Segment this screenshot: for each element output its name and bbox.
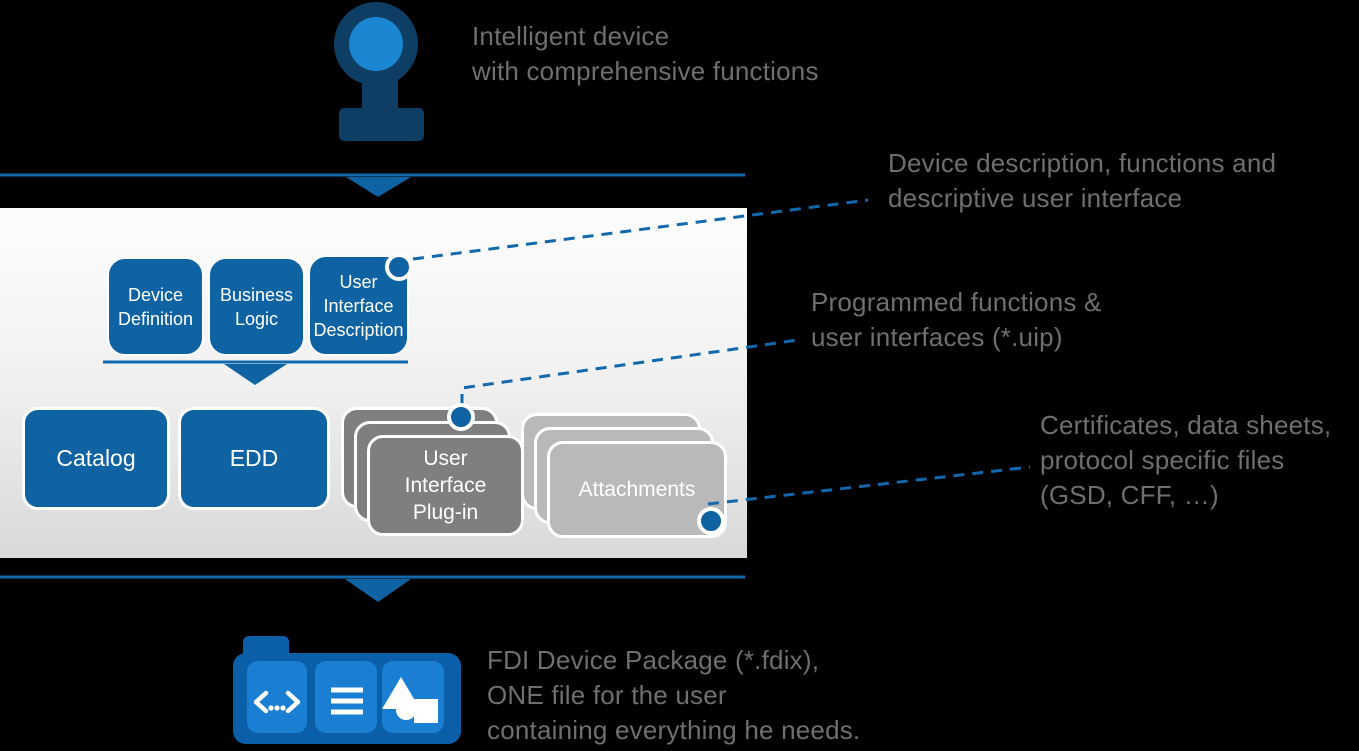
arrow-down-top-icon <box>346 177 411 197</box>
shapes-icon <box>382 661 444 733</box>
annotation-certificates: Certificates, data sheets, protocol spec… <box>1040 410 1332 510</box>
box-catalog: Catalog <box>22 407 170 510</box>
annotation-programmed-functions: Programmed functions & user interfaces (… <box>811 287 1102 352</box>
box-user-interface-description: User Interface Description <box>308 255 409 356</box>
box-edd-label: EDD <box>229 445 279 471</box>
box-business-logic: Business Logic <box>208 257 305 356</box>
box-edd: EDD <box>178 407 330 510</box>
box-ui-plugin-label: User Interface Plug-in <box>404 447 487 524</box>
box-catalog-label: Catalog <box>56 445 136 471</box>
list-icon <box>315 661 377 733</box>
package-caption: FDI Device Package (*.fdix), ONE file fo… <box>487 645 861 745</box>
package-icon <box>233 636 461 744</box>
annotation-device-description: Device description, functions and descri… <box>888 148 1277 213</box>
box-attachments-label: Attachments <box>578 478 696 501</box>
code-icon <box>247 661 307 733</box>
dashed-connector-3 <box>707 465 1031 506</box>
box-user-interface-description-label: User Interface Description <box>313 271 404 340</box>
box-business-logic-label: Business Logic <box>219 284 294 329</box>
device-caption: Intelligent device with comprehensive fu… <box>472 21 819 86</box>
box-device-definition-label: Device Definition <box>117 284 194 329</box>
arrow-down-bottom-icon <box>345 579 411 602</box>
device-icon <box>334 2 424 141</box>
box-device-definition: Device Definition <box>107 257 204 356</box>
box-attachments: Attachments <box>547 441 727 538</box>
box-ui-plugin: User Interface Plug-in <box>367 435 524 536</box>
